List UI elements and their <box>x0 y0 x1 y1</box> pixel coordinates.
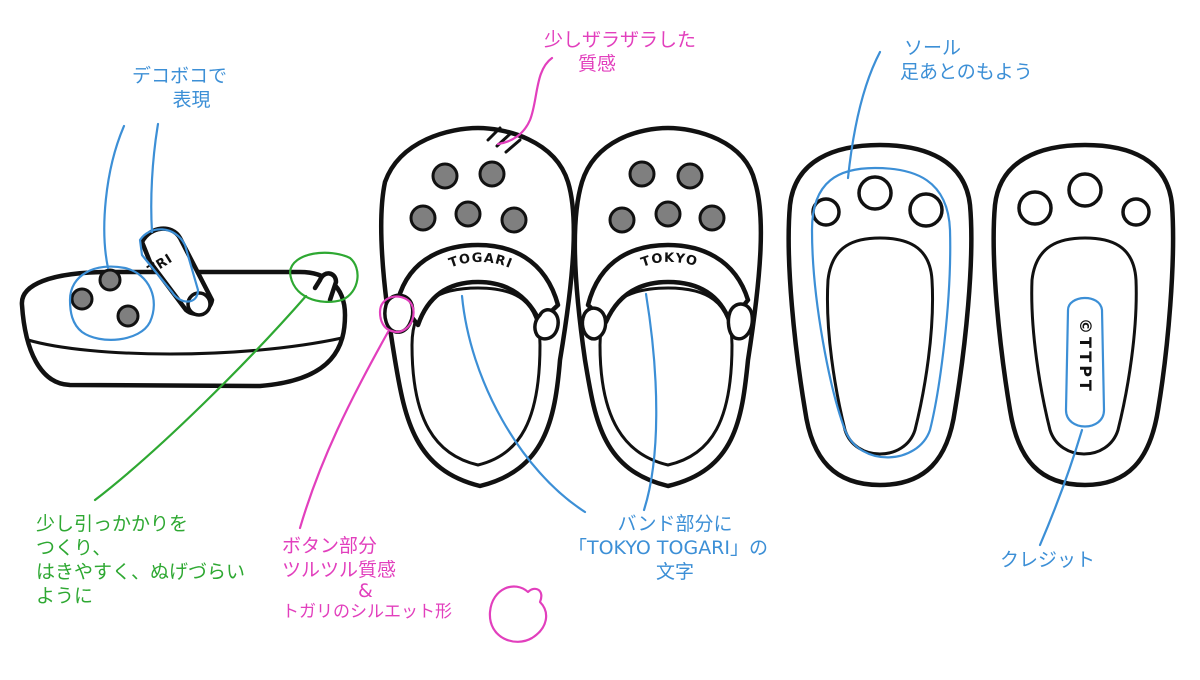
sole-right-toe <box>1067 172 1103 208</box>
callout-band-line-1 <box>460 294 587 514</box>
left-hole <box>409 204 437 232</box>
annotation-band-line: 文字 <box>655 561 694 583</box>
callout-hook-line <box>93 294 308 502</box>
sole-left-toe <box>811 197 841 227</box>
left-button-inner <box>533 308 560 341</box>
pink-callouts <box>298 56 554 643</box>
annotation-rough-line: 少しザラザラした <box>544 29 697 51</box>
pointy-silhouette-shape <box>488 585 548 643</box>
sole-left-outline <box>786 142 974 488</box>
annotation-button-line: ボタン部分 <box>282 535 378 557</box>
annotation-hook-line: つくり、 <box>36 537 112 559</box>
left-hole <box>431 162 459 190</box>
left-shoe-heel <box>410 286 542 467</box>
callout-button-line <box>298 330 390 530</box>
left-band-text-container: TOGARI <box>447 251 515 272</box>
annotation-credit: クレジット <box>1000 548 1095 572</box>
hook-circle <box>288 251 359 303</box>
credit-circle <box>1064 296 1106 428</box>
right-hole <box>628 160 656 188</box>
left-band-text: TOGARI <box>447 251 514 272</box>
side-heel-tab <box>312 271 339 303</box>
side-hole <box>116 304 140 328</box>
annotation-button-line: トガリのシルエット形 <box>282 602 452 622</box>
side-view-sandal: TRI <box>19 226 348 389</box>
annotation-bumpy: デコボコで 表現 <box>132 64 227 112</box>
right-hole <box>676 162 704 190</box>
annotation-hook: 少し引っかかりを つくり、 はきやすく、ぬげづらい ように <box>36 512 245 608</box>
annotation-hook-line: はきやすく、ぬげづらい <box>36 561 246 583</box>
sole-pattern-circle <box>810 166 952 459</box>
side-strap-button <box>186 291 212 317</box>
sole-left-inner <box>825 236 935 456</box>
sole-credit-group: ©TTPT <box>1076 318 1095 394</box>
annotation-hook-line: ように <box>36 585 94 607</box>
annotation-sole: ソール 足あとのもよう <box>900 36 1033 84</box>
left-band <box>395 242 561 328</box>
annotation-sole-line: ソール <box>904 37 962 59</box>
front-view-left-sandal: TOGARI <box>378 125 577 489</box>
right-band <box>585 242 751 325</box>
callout-credit-line <box>1038 428 1084 547</box>
right-button-outer <box>726 302 755 341</box>
annotation-band: バンド部分に 「TOKYO TOGARI」の 文字 <box>568 512 768 584</box>
left-hole <box>500 206 528 234</box>
sole-right-inner <box>1030 236 1138 456</box>
annotation-credit-line: クレジット <box>1000 549 1096 571</box>
sole-left-toe <box>908 192 944 228</box>
left-hole <box>454 200 482 228</box>
annotation-band-line: 「TOKYO TOGARI」の <box>568 537 768 559</box>
annotation-button-line: ツルツル質感 <box>282 559 397 581</box>
button-circle <box>378 295 415 334</box>
sole-credit-text: ©TTPT <box>1076 318 1095 394</box>
side-holes-circle <box>68 265 155 341</box>
green-callouts <box>93 251 359 502</box>
annotation-band-line: バンド部分に <box>617 513 733 535</box>
right-hole <box>654 200 682 228</box>
blue-callouts <box>68 50 1106 547</box>
annotation-hook-line: 少し引っかかりを <box>36 513 189 535</box>
annotation-rough-texture: 少しザラザラした 質感 <box>544 28 696 76</box>
side-strap-circle <box>138 228 200 303</box>
right-band-text-container: TOKYO <box>639 251 699 271</box>
sole-right-toe <box>1017 190 1053 226</box>
side-hole <box>70 287 94 311</box>
callout-band-line-2 <box>642 292 658 512</box>
sole-view-right: ©TTPT <box>991 142 1176 488</box>
sole-right-outline <box>991 142 1176 488</box>
side-sole-line <box>26 336 344 356</box>
right-band-text: TOKYO <box>639 251 698 271</box>
sole-view-left <box>786 142 974 488</box>
front-view-right-sandal: TOKYO <box>572 125 764 489</box>
annotation-button: ボタン部分 ツルツル質感 & トガリのシルエット形 <box>282 534 452 624</box>
callout-texture-line <box>496 56 554 146</box>
left-hole <box>478 160 506 188</box>
right-button-inner <box>580 306 608 341</box>
callout-bumpy-line-1 <box>103 124 126 270</box>
annotation-bumpy-line: デコボコで <box>132 65 228 87</box>
annotation-sole-line: 足あとのもよう <box>900 61 1033 83</box>
annotation-bumpy-line: 表現 <box>172 89 211 111</box>
callout-sole-line <box>846 50 882 180</box>
right-hole <box>698 204 726 232</box>
annotation-rough-line: 質感 <box>578 53 617 75</box>
sole-left-toe <box>857 175 893 211</box>
annotation-button-line: & <box>358 580 373 602</box>
side-hole <box>98 268 122 292</box>
right-shoe-heel <box>598 286 734 467</box>
side-sole <box>19 269 348 389</box>
sole-right-toe <box>1121 197 1151 227</box>
right-hole <box>608 206 636 234</box>
callout-bumpy-line-2 <box>150 122 160 234</box>
